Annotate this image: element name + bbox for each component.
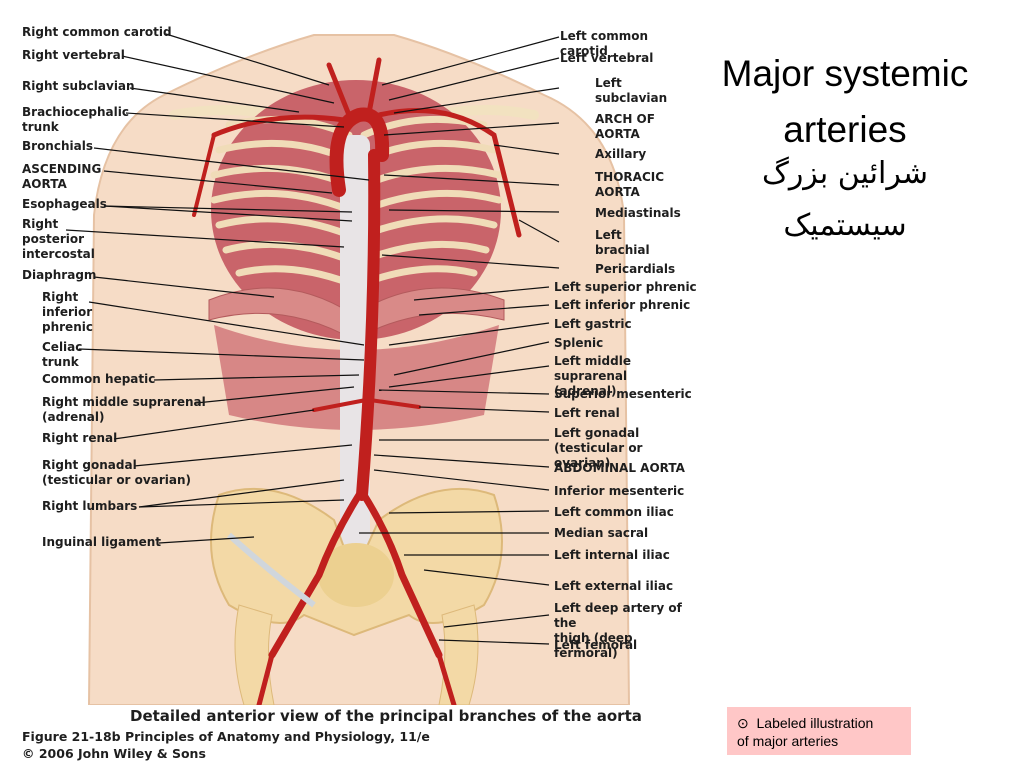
descending-aorta <box>356 149 381 501</box>
label-right-renal: Right renal <box>42 431 118 445</box>
label-left-common-iliac: Left common iliac <box>554 505 674 519</box>
circle-dot-icon: ⊙ <box>737 715 749 731</box>
label-abdominal-aorta: ABDOMINAL AORTA <box>554 461 685 475</box>
slide-title-line-1: Major systemic <box>721 53 969 94</box>
aortic-arch <box>329 107 390 197</box>
figure-caption-reference: Figure 21-18b Principles of Anatomy and … <box>22 729 430 744</box>
right-subclavian <box>211 114 347 138</box>
label-left-gonadal: Left gonadal (testicular or ovarian) <box>554 426 643 470</box>
arterial-tree <box>192 57 522 705</box>
label-right-lumbars: Right lumbars <box>42 499 138 513</box>
label-diaphragm: Diaphragm <box>22 268 97 282</box>
leader-lines <box>65 33 560 645</box>
slide-title-line-2: arteries <box>783 109 907 150</box>
label-left-external-iliac: Left external iliac <box>554 579 674 593</box>
label-inferior-mesenteric: Inferior mesenteric <box>554 484 685 498</box>
label-right-common-carotid: Right common carotid <box>22 25 172 39</box>
label-left-superior-phrenic: Left superior phrenic <box>554 280 697 294</box>
note-line-1: ⊙ Labeled illustration <box>737 714 903 732</box>
label-left-femoral: Left femoral <box>554 638 638 652</box>
label-right-gonadal: Right gonadal (testicular or ovarian) <box>42 458 191 487</box>
label-superior-mesenteric: Superior mesenteric <box>554 387 692 401</box>
sacrum <box>318 543 394 607</box>
label-right-vertebral: Right vertebral <box>22 48 125 62</box>
label-ascending-aorta: ASCENDING AORTA <box>22 162 102 191</box>
left-renal <box>368 398 421 409</box>
right-axillary <box>192 133 216 217</box>
label-left-brachial: Left brachial <box>595 228 650 257</box>
label-arch-of-aorta: ARCH OF AORTA <box>595 112 655 141</box>
label-left-deep-artery-of-thigh: Left deep artery of the thigh (deep ferm… <box>554 601 682 660</box>
label-thoracic-aorta: THORACIC AORTA <box>595 170 665 199</box>
label-left-internal-iliac: Left internal iliac <box>554 548 670 562</box>
right-renal <box>312 398 368 412</box>
label-left-common-carotid: Left common carotid <box>560 29 649 58</box>
note-box: ⊙ Labeled illustration of major arteries <box>727 707 911 755</box>
label-right-middle-suprarenal: Right middle suprarenal (adrenal) <box>42 395 206 424</box>
pelvis <box>210 487 503 637</box>
right-common-carotid <box>326 62 352 118</box>
label-left-vertebral: Left vertebral <box>560 51 654 65</box>
label-right-subclavian: Right subclavian <box>22 79 135 93</box>
left-femur <box>438 604 479 705</box>
anatomy-figure: Right common carotid Right vertebral Rig… <box>14 15 698 765</box>
label-left-middle-suprarenal: Left middle suprarenal (adrenal) <box>554 354 631 398</box>
left-common-iliac <box>360 491 443 659</box>
right-common-iliac <box>268 491 363 659</box>
left-common-carotid <box>366 57 382 116</box>
label-left-gastric: Left gastric <box>554 317 632 331</box>
artery-illustration <box>65 33 631 705</box>
left-subclavian <box>376 108 522 238</box>
slide-title: Major systemic arteries <box>695 46 995 158</box>
right-femur <box>234 604 275 705</box>
figure-copyright: © 2006 John Wiley & Sons <box>22 746 206 761</box>
left-femoral <box>436 652 457 705</box>
label-left-subclavian: Left subclavian <box>595 76 668 105</box>
label-left-inferior-phrenic: Left inferior phrenic <box>554 298 691 312</box>
inguinal-ligament-line <box>227 532 316 608</box>
label-common-hepatic: Common hepatic <box>42 372 156 386</box>
persian-title-line-2: سیستمیک <box>783 208 907 243</box>
right-femoral <box>256 652 275 705</box>
note-text-1: Labeled illustration <box>756 715 874 731</box>
label-mediastinals: Mediastinals <box>595 206 681 220</box>
label-esophageals: Esophageals <box>22 197 107 211</box>
label-left-renal: Left renal <box>554 406 620 420</box>
label-inguinal-ligament: Inguinal ligament <box>42 535 162 549</box>
label-brachiocephalic-trunk: Brachiocephalic trunk <box>22 105 129 134</box>
label-axillary: Axillary <box>595 147 647 161</box>
label-bronchials: Bronchials <box>22 139 93 153</box>
label-median-sacral: Median sacral <box>554 526 649 540</box>
label-right-posterior-intercostal: Right posterior intercostal <box>22 217 95 261</box>
label-right-inferior-phrenic: Right inferior phrenic <box>42 290 93 334</box>
note-text-2: of major arteries <box>737 733 839 749</box>
figure-caption-main: Detailed anterior view of the principal … <box>130 707 642 725</box>
persian-title-line-1: شرائین بزرگ <box>761 156 929 191</box>
label-splenic: Splenic <box>554 336 604 350</box>
label-celiac-trunk: Celiac trunk <box>42 340 83 369</box>
label-pericardials: Pericardials <box>595 262 676 276</box>
